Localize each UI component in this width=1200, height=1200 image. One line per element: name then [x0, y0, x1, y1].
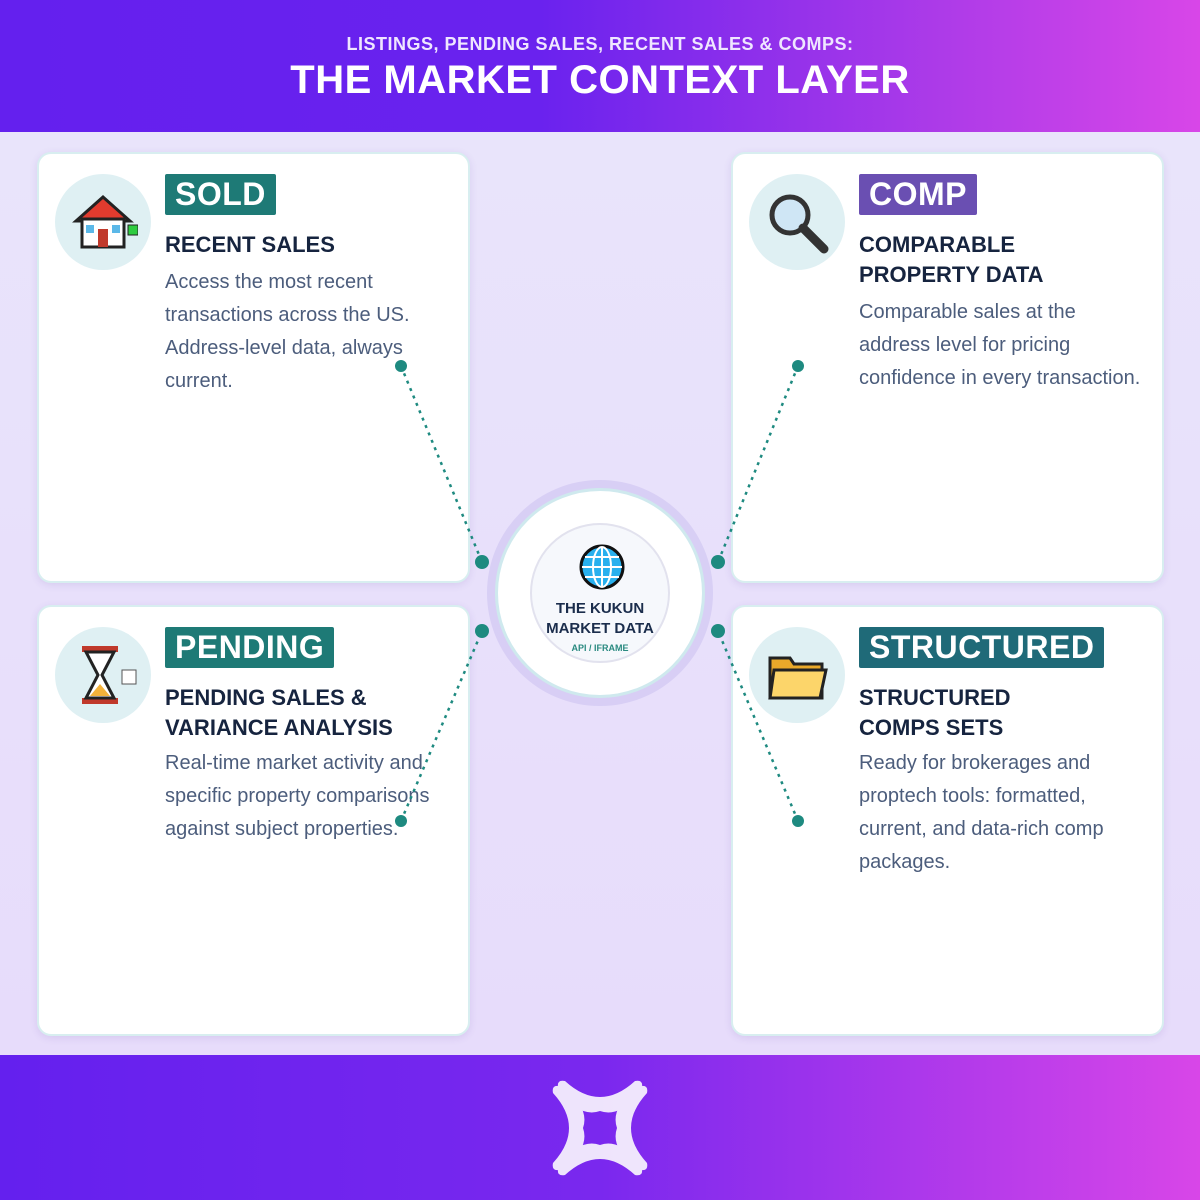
house-icon [55, 174, 151, 270]
folder-icon [749, 627, 845, 723]
heading-line: COMPS SETS [859, 715, 1004, 740]
card-description: Ready for brokerages and proptech tools:… [859, 752, 1104, 873]
header-subtitle: LISTINGS, PENDING SALES, RECENT SALES & … [346, 34, 854, 54]
hub-subtitle: API / IFRAME [571, 643, 629, 653]
hub-inner: THE KUKUN MARKET DATA API / IFRAME [530, 523, 670, 663]
card-description: Real-time market activity and specific p… [165, 752, 430, 840]
connector-dot [792, 360, 804, 372]
kukun-logo-icon [552, 1080, 648, 1176]
badge-pending: PENDING [165, 627, 335, 668]
heading-line: RECENT SALES [165, 232, 335, 257]
header-title: THE MARKET CONTEXT LAYER [290, 58, 910, 102]
heading-line: COMPARABLE [859, 232, 1016, 257]
connector-line [399, 365, 484, 563]
connector-dot [711, 555, 725, 569]
heading-line: VARIANCE ANALYSIS [165, 715, 393, 740]
card-heading: COMPARABLE PROPERTY DATA [859, 230, 1159, 290]
connector-dot [792, 815, 804, 827]
hub-title-line: MARKET DATA [546, 620, 654, 637]
globe-icon [579, 544, 625, 590]
card-heading: PENDING SALES & VARIANCE ANALYSIS [165, 683, 465, 743]
connector-dot [475, 555, 489, 569]
connector-dot [711, 624, 725, 638]
connector-dot [475, 624, 489, 638]
card-heading: STRUCTURED COMPS SETS [859, 683, 1159, 743]
hub-circle: THE KUKUN MARKET DATA API / IFRAME [495, 488, 705, 698]
connector-line [716, 365, 800, 563]
heading-line: PROPERTY DATA [859, 262, 1044, 287]
heading-line: STRUCTURED [859, 685, 1011, 710]
badge-sold: SOLD [165, 174, 276, 215]
connector-line [399, 630, 484, 822]
magnifier-icon [749, 174, 845, 270]
badge-structured: STRUCTURED [859, 627, 1105, 668]
hub-title-line: THE KUKUN [555, 600, 645, 617]
connector-line [716, 630, 800, 822]
card-description: Access the most recent transactions acro… [165, 271, 410, 392]
card-heading: RECENT SALES [165, 230, 465, 260]
footer [0, 1055, 1200, 1200]
connector-dot [395, 360, 407, 372]
card-description: Comparable sales at the address level fo… [859, 301, 1141, 389]
badge-comp: COMP [859, 174, 977, 215]
connector-dot [395, 815, 407, 827]
hourglass-icon [55, 627, 151, 723]
hub-title: THE KUKUN MARKET DATA [532, 599, 668, 639]
header: LISTINGS, PENDING SALES, RECENT SALES & … [0, 0, 1200, 132]
heading-line: PENDING SALES & [165, 685, 367, 710]
